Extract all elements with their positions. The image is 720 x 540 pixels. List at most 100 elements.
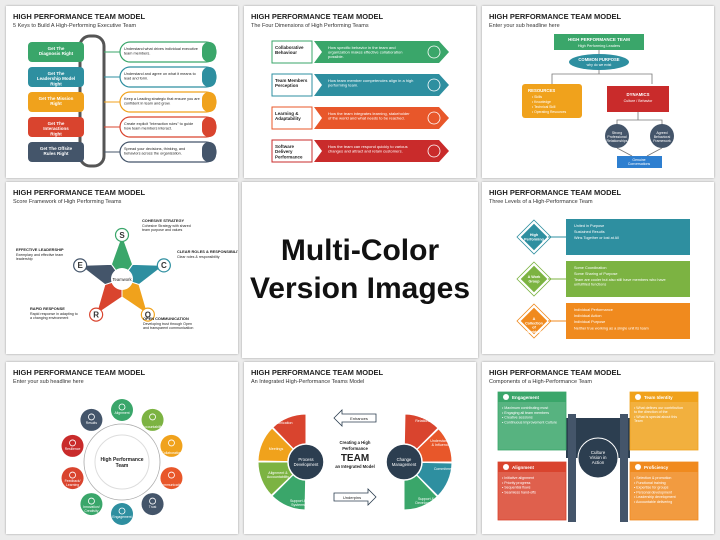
score-desc: Rapid response in adapting to xyxy=(30,312,78,316)
dimension-desc: of the world and what needs to be reache… xyxy=(328,116,405,121)
slide-4[interactable]: HIGH PERFORMANCE TEAM MODEL Score Framew… xyxy=(6,182,238,354)
dimension-label: Adaptability xyxy=(275,116,301,121)
node-label: Feedback/ xyxy=(65,479,81,483)
key-label: Interactions xyxy=(43,126,69,131)
key-box xyxy=(28,67,84,87)
letter-circle xyxy=(89,307,104,322)
key-label: Get The Offsite xyxy=(40,146,73,151)
desc-text: behaviors across the organization. xyxy=(124,151,182,155)
relationships-label: Relationships xyxy=(606,139,627,143)
key-label: Diagnosis Right xyxy=(39,51,74,56)
component-body xyxy=(630,402,698,450)
component-item: • Personal development xyxy=(634,490,672,494)
segment-label: Commitment xyxy=(434,467,454,471)
component-icon xyxy=(503,464,509,470)
dimension-icon xyxy=(427,144,441,158)
key-label: Rules Right xyxy=(43,151,69,156)
slide-2[interactable]: HIGH PERFORMANCE TEAM MODEL The Four Dim… xyxy=(244,6,476,178)
segment-label: Communication xyxy=(268,421,293,425)
resources-item: • Technical Skill xyxy=(532,105,556,109)
integrated-model-diagram: ProcessDevelopmentChangeManagementCommun… xyxy=(257,409,454,511)
underpins-arrow xyxy=(333,488,377,506)
circle-nodes-diagram: High PerformanceTeamAlignmentAccountabil… xyxy=(61,399,183,525)
component-item: • Continuous Improvement Culture xyxy=(502,420,557,424)
framework-circle xyxy=(650,124,674,148)
score-heading: COHESIVE STRATEGY xyxy=(142,218,184,223)
dimension-label: Perception xyxy=(275,83,299,88)
segment-label: Accountability xyxy=(267,475,289,479)
slide-1[interactable]: HIGH PERFORMANCE TEAM MODEL 5 Keys to Bu… xyxy=(6,6,238,178)
component-item: • Functional training xyxy=(634,481,666,485)
component-icon xyxy=(635,464,641,470)
slide-subtitle: Enter your sub headline here xyxy=(13,379,84,385)
node-label: Accountability xyxy=(142,425,163,429)
connector xyxy=(616,147,633,157)
key-label: Get The xyxy=(48,121,65,126)
key-label: Get The Mission xyxy=(39,96,74,101)
level-text: Individual Purpose xyxy=(574,320,605,324)
dimension-desc: How the team can respond quickly to vari… xyxy=(328,144,408,149)
label-box xyxy=(271,106,313,130)
key-label: Leadership Model xyxy=(37,76,75,81)
desc-text: Keep a Leading strategic that ensure you… xyxy=(124,97,200,101)
slide-5[interactable]: HIGH PERFORMANCE TEAM MODEL Three Levels… xyxy=(482,182,714,354)
component-item: • Sequential flows xyxy=(502,486,531,490)
dimension-label: Performance xyxy=(275,154,303,159)
pillar xyxy=(568,414,576,522)
component-header xyxy=(630,392,698,402)
node-label: Learning xyxy=(66,483,79,487)
label-box xyxy=(271,139,313,163)
dynamics-sublabel: Culture / Behavior xyxy=(624,99,654,103)
hub-label: Management xyxy=(392,462,417,467)
slide-3[interactable]: HIGH PERFORMANCE TEAM MODEL Enter your s… xyxy=(482,6,714,178)
level-outline xyxy=(516,219,552,255)
slide-subtitle: An Integrated High-Performance Teams Mod… xyxy=(251,379,365,385)
slide-6[interactable]: HIGH PERFORMANCE TEAM MODEL Enter your s… xyxy=(6,362,238,534)
slide-8[interactable]: HIGH PERFORMANCE TEAM MODEL Components o… xyxy=(482,362,714,534)
dimension-label: Software xyxy=(275,144,295,149)
component-body xyxy=(630,472,698,520)
dimension-label: Collaborative xyxy=(275,45,304,50)
label-box xyxy=(271,73,313,97)
component-item: • Seamless hand-offs xyxy=(502,490,536,494)
level-outline xyxy=(516,261,552,297)
dimension-label: Behaviour xyxy=(275,50,297,55)
hub-label: Development xyxy=(294,462,320,467)
level-text: Neither true working as a single unit it… xyxy=(574,326,649,330)
component-heading: Alignment xyxy=(512,465,535,470)
framework-label: Behavioral xyxy=(654,135,671,139)
score-desc: Clear roles & responsibility xyxy=(177,255,220,259)
dimension-desc: How specific behavior in the team and xyxy=(328,45,396,50)
node-label: Creativity xyxy=(84,509,98,513)
slide-subtitle: Components of a High-Performance Team xyxy=(489,379,592,385)
underpins-label: Underpins xyxy=(343,495,361,500)
node-label: Trust xyxy=(149,505,157,509)
desc-text: how team members interact. xyxy=(124,126,172,130)
level-text: Individual Performance xyxy=(574,308,613,312)
component-item: • Priority progress xyxy=(502,481,531,485)
score-letter: C xyxy=(161,261,167,270)
purpose-sublabel: why do we exist xyxy=(587,63,612,67)
center-circle xyxy=(577,437,619,479)
score-heading: OPEN COMMUNICATION xyxy=(143,316,189,321)
level-text: Individual Action xyxy=(574,314,601,318)
dimension-icon xyxy=(427,45,441,59)
level-label: of xyxy=(532,326,536,330)
level-text: United in Purpose xyxy=(574,224,604,228)
component-item: • What defines our contribution xyxy=(634,406,683,410)
slide-title: HIGH PERFORMANCE TEAM MODEL xyxy=(13,188,146,197)
level-label: A xyxy=(533,317,536,321)
resources-label: RESOURCES xyxy=(528,88,555,93)
desc-text: Understand what drives individual execut… xyxy=(124,47,198,51)
key-box xyxy=(28,117,84,137)
node-label: Collaboration xyxy=(161,451,181,455)
slide-7[interactable]: HIGH PERFORMANCE TEAM MODEL An Integrate… xyxy=(244,362,476,534)
key-label: Get The xyxy=(48,46,65,51)
slide-subtitle: Three Levels of a High-Performance Team xyxy=(489,199,593,205)
segment-label: Meetings xyxy=(269,447,284,451)
component-item: • What is special about this xyxy=(634,415,677,419)
purpose-ellipse xyxy=(569,54,629,70)
left-hub xyxy=(287,443,325,481)
